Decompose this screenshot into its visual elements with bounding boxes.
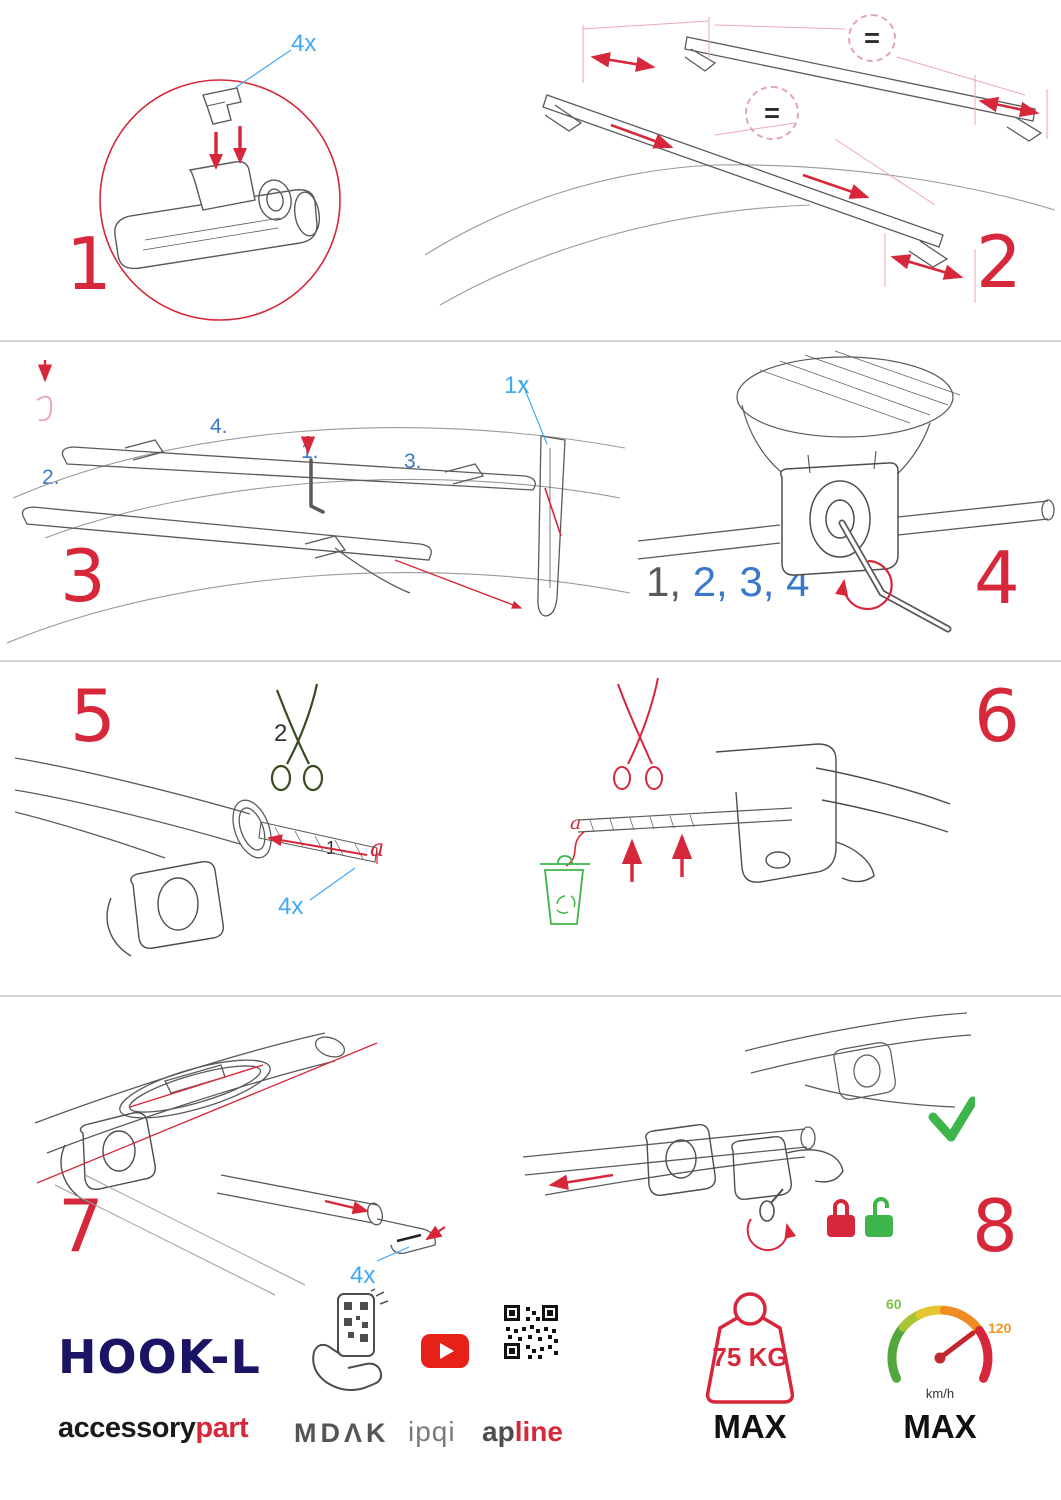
step3-assembly-illustration — [6, 360, 631, 644]
main-rail — [522, 1126, 816, 1196]
logo-ipqi: ipqi — [408, 1416, 456, 1447]
section-divider-2 — [0, 660, 1061, 662]
scissors-icon — [613, 677, 663, 790]
step-6-number: 6 — [974, 674, 1020, 758]
phone-scan-icon — [312, 1288, 389, 1391]
strap — [258, 821, 378, 863]
speed-unit-label: km/h — [925, 1386, 955, 1401]
step-5-cut-label: 2 — [274, 720, 288, 747]
measure-guides — [582, 17, 1048, 303]
allen-key-icon — [838, 519, 952, 633]
rail-section — [736, 350, 961, 480]
speed-low-label: 60 — [886, 1296, 902, 1312]
step4-tighten-illustration — [637, 350, 1055, 633]
slide-arrow — [548, 1173, 614, 1191]
trash-icon — [540, 855, 590, 925]
apline-suffix: line — [514, 1416, 563, 1447]
step7-hook-position-illustration — [34, 1032, 446, 1296]
push-up-arrows — [621, 833, 693, 882]
dimension-arrow — [267, 834, 378, 864]
step-3-label-2: 2. — [42, 466, 60, 489]
insert-arrows — [209, 126, 247, 170]
hook-bracket-detail — [216, 1174, 436, 1254]
brand-logo: accessorypart — [58, 1412, 249, 1445]
bracket-part — [202, 87, 242, 125]
step-7-number: 7 — [58, 1184, 104, 1268]
rail-tube — [15, 757, 272, 859]
equal-distance-arrows — [590, 52, 1040, 280]
youtube-icon — [421, 1334, 469, 1368]
max-weight-icon — [705, 1292, 795, 1404]
step1-clamp-detail-illustration — [99, 50, 341, 321]
lock-closed-icon — [827, 1199, 855, 1237]
step-3-label-3: 3. — [404, 450, 422, 473]
alignment-line — [36, 1042, 378, 1184]
step-5-quantity-label: 4x — [278, 893, 304, 920]
product-name: HOOK-L — [58, 1330, 261, 1384]
speedometer-icon — [887, 1305, 993, 1383]
allen-key-icon — [300, 436, 325, 514]
clamp — [60, 1111, 156, 1202]
rotate-hint — [36, 360, 53, 422]
step-1-number: 1 — [66, 222, 112, 306]
recycle-icon — [556, 895, 576, 914]
step8-lock-illustration — [522, 1012, 975, 1252]
brand-suffix: part — [195, 1412, 249, 1444]
qr-code-icon — [504, 1305, 558, 1359]
rotate-arrow — [835, 559, 893, 611]
brand-prefix: accessory — [58, 1412, 196, 1444]
check-icon — [928, 1096, 975, 1142]
rail-opening — [34, 1032, 346, 1154]
foot-body — [715, 743, 951, 883]
scissors-icon — [270, 683, 324, 792]
foot-clamp — [106, 860, 224, 957]
logo-mdak: MDΛK — [294, 1418, 390, 1448]
finished-assembly — [744, 1012, 972, 1108]
clamp-body — [779, 450, 899, 576]
hook-arrows — [324, 1199, 446, 1241]
step-4-number: 4 — [974, 536, 1020, 620]
step-3-number: 3 — [60, 534, 106, 618]
section-divider-1 — [0, 340, 1061, 342]
step-1-quantity-label: 4x — [291, 30, 317, 57]
equal-badge-top: = — [848, 14, 896, 62]
weight-limit-value: 75 KG — [712, 1342, 788, 1372]
cut-off-strap — [565, 831, 585, 867]
step-3-label-4: 4. — [210, 415, 228, 438]
step-5-number: 5 — [70, 674, 116, 758]
rear-crossbar — [61, 439, 536, 491]
front-crossbar — [21, 506, 432, 594]
logo-apline: apline — [482, 1416, 563, 1448]
step-2-number: 2 — [976, 220, 1022, 304]
clamp-1 — [645, 1123, 716, 1196]
sequence-first: 1, — [646, 558, 682, 605]
rear-crossbar — [684, 36, 1043, 142]
section-divider-3 — [0, 995, 1061, 997]
strap-tool — [537, 435, 566, 617]
apline-prefix: ap — [482, 1416, 515, 1447]
step-6-dim-label: a — [570, 812, 582, 834]
step-8-number: 8 — [972, 1184, 1018, 1268]
strap-bar — [577, 807, 793, 833]
crossbar — [637, 499, 1055, 560]
weight-max-label: MAX — [713, 1408, 787, 1445]
equal-badge-mid: = — [745, 86, 799, 140]
clamp-2 — [731, 1135, 844, 1201]
key-icon — [746, 1188, 797, 1252]
speed-high-label: 120 — [988, 1320, 1012, 1336]
step-7-quantity-label: 4x — [350, 1262, 376, 1289]
step6-cut-excess-illustration — [540, 677, 951, 925]
speed-max-label: MAX — [903, 1408, 977, 1445]
lock-open-icon — [865, 1197, 893, 1237]
step2-alignment-illustration — [424, 17, 1056, 306]
step-3-quantity-label: 1x — [504, 372, 530, 399]
step5-cut-strap-illustration — [15, 683, 378, 957]
